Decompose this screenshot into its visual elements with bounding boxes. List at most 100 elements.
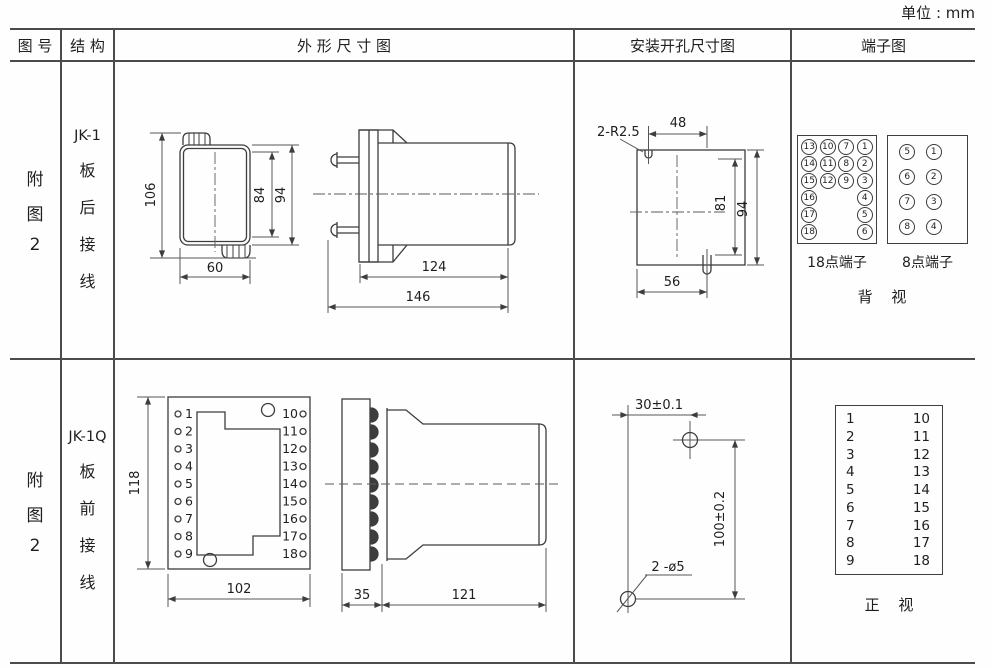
dim-124: 124 (422, 260, 447, 275)
dimension-table: 图 号 结 构 外 形 尺 寸 图 安装开孔尺寸图 端子图 附 图 2 JK-1… (10, 28, 975, 664)
svg-text:6: 6 (185, 494, 193, 509)
front-view-label: 正 视 (864, 596, 921, 614)
header-mounting: 安装开孔尺寸图 (575, 30, 792, 62)
terminal-pin: 18 (801, 224, 818, 241)
terminal-pin: 4 (925, 218, 942, 235)
terminal-pin: 12 (819, 172, 836, 189)
dim-84: 84 (253, 187, 268, 204)
terminal-table-left-col: 1 2 3 4 5 6 7 8 9 (846, 411, 855, 569)
figure-char: 图 (26, 506, 44, 526)
structure-cell-jk1q: JK-1Q 板 前 接 线 (62, 360, 115, 662)
svg-text:12: 12 (282, 441, 298, 456)
figure-cell-jk1: 附 图 2 (10, 62, 62, 360)
svg-text:9: 9 (185, 546, 193, 561)
dim-121: 121 (452, 588, 477, 603)
terminal-pin: 6 (899, 169, 916, 186)
svg-text:5: 5 (185, 476, 193, 491)
svg-text:18: 18 (282, 546, 298, 561)
terminal-pin: 9 (838, 172, 855, 189)
pin-numbers-right: 10 11 12 13 14 15 16 17 18 (282, 406, 298, 561)
terminal-table: 1 2 3 4 5 6 7 8 9 10 11 12 13 14 15 (835, 405, 943, 575)
terminal-pin: 2 (856, 155, 873, 172)
slot-radius-label: 2-R2.5 (597, 125, 640, 140)
terminal-pin: 13 (801, 138, 818, 155)
terminal-block-8: 5 1 6 2 7 3 8 4 (887, 135, 968, 244)
terminal-pin: 7 (899, 193, 916, 210)
unit-label: 单位 : mm (901, 4, 975, 22)
model-label: JK-1Q (68, 429, 107, 445)
dim-118: 118 (128, 471, 143, 496)
mounting-jk1q-svg: 30±0.1 100±0.2 2 -ø5 (612, 398, 745, 613)
dim-146: 146 (406, 290, 431, 305)
dim-30: 30±0.1 (635, 398, 683, 413)
leader-line (619, 138, 644, 153)
svg-text:1: 1 (185, 406, 193, 421)
terminal-pin: 1 (925, 144, 942, 161)
terminal-pin: 10 (819, 138, 836, 155)
terminal-table-right-col: 10 11 12 13 14 15 16 17 18 (912, 411, 930, 569)
back-view-label: 背 视 (857, 288, 914, 306)
figure-char: 2 (29, 536, 41, 556)
terminal-pin: 8 (838, 155, 855, 172)
header-outline: 外 形 尺 寸 图 (115, 30, 575, 62)
mounting-jk1-svg: 2-R2.5 48 81 94 56 (597, 116, 764, 298)
header-structure: 结 构 (62, 30, 115, 62)
terminal-pin: 7 (838, 138, 855, 155)
terminal-pin: 15 (801, 172, 818, 189)
outline-drawing-jk1: 106 84 94 60 124 146 (115, 62, 575, 360)
terminal-8-label: 8点端子 (902, 255, 953, 271)
dim-100: 100±0.2 (713, 491, 728, 547)
dim-81: 81 (714, 195, 729, 212)
side-view-jk1 (330, 129, 516, 263)
mounting-holes (619, 431, 699, 608)
extension-lines (150, 132, 509, 313)
dim-35: 35 (354, 588, 371, 603)
svg-text:8: 8 (185, 529, 193, 544)
mounting-drawing-jk1q: 30±0.1 100±0.2 2 -ø5 (575, 360, 792, 662)
terminal-pin: 14 (801, 155, 818, 172)
terminal-pin: 6 (856, 224, 873, 241)
front-view-jk1q (167, 396, 311, 570)
dim-94b: 94 (736, 201, 751, 218)
svg-text:7: 7 (185, 511, 193, 526)
terminal-18-label: 18点端子 (807, 255, 867, 271)
dim-94: 94 (274, 187, 289, 204)
outline-jk1-svg: 106 84 94 60 124 146 (144, 129, 539, 313)
terminal-pin: 5 (856, 207, 873, 224)
pin-numbers-left: 1 2 3 4 5 6 7 8 9 (185, 406, 193, 561)
svg-text:14: 14 (282, 476, 298, 491)
dim-48: 48 (670, 116, 687, 131)
svg-text:4: 4 (185, 459, 193, 474)
terminal-block-18: 13 10 7 1 14 11 8 2 15 12 9 3 16 4 17 5 (797, 135, 877, 244)
leader-line (616, 574, 692, 613)
dim-106: 106 (144, 183, 159, 208)
svg-text:13: 13 (282, 459, 298, 474)
svg-text:2: 2 (185, 424, 193, 439)
figure-char: 附 (26, 471, 44, 491)
terminal-pin: 3 (856, 172, 873, 189)
svg-text:17: 17 (282, 529, 298, 544)
figure-char: 图 (26, 205, 44, 225)
terminal-pin: 4 (856, 190, 873, 207)
outline-drawing-jk1q: 1 2 3 4 5 6 7 8 9 10 11 12 13 14 15 (115, 360, 575, 662)
svg-text:3: 3 (185, 441, 193, 456)
dim-102: 102 (227, 582, 252, 597)
terminal-pin: 3 (925, 193, 942, 210)
terminal-pin: 11 (819, 155, 836, 172)
terminal-pin: 17 (801, 207, 818, 224)
svg-text:16: 16 (282, 511, 298, 526)
terminal-pin: 2 (925, 169, 942, 186)
structure-cell-jk1: JK-1 板 后 接 线 (62, 62, 115, 360)
header-figure-no: 图 号 (10, 30, 62, 62)
outline-jk1q-svg: 1 2 3 4 5 6 7 8 9 10 11 12 13 14 15 (128, 396, 561, 612)
terminal-pin: 5 (899, 144, 916, 161)
model-label: JK-1 (74, 128, 101, 144)
terminal-pin: 8 (899, 218, 916, 235)
header-terminal: 端子图 (792, 30, 975, 62)
dim-60: 60 (207, 261, 224, 276)
mounting-drawing-jk1: 2-R2.5 48 81 94 56 (575, 62, 792, 360)
svg-text:15: 15 (282, 494, 298, 509)
hole-diameter-label: 2 -ø5 (651, 560, 684, 575)
figure-cell-jk1q: 附 图 2 (10, 360, 62, 662)
